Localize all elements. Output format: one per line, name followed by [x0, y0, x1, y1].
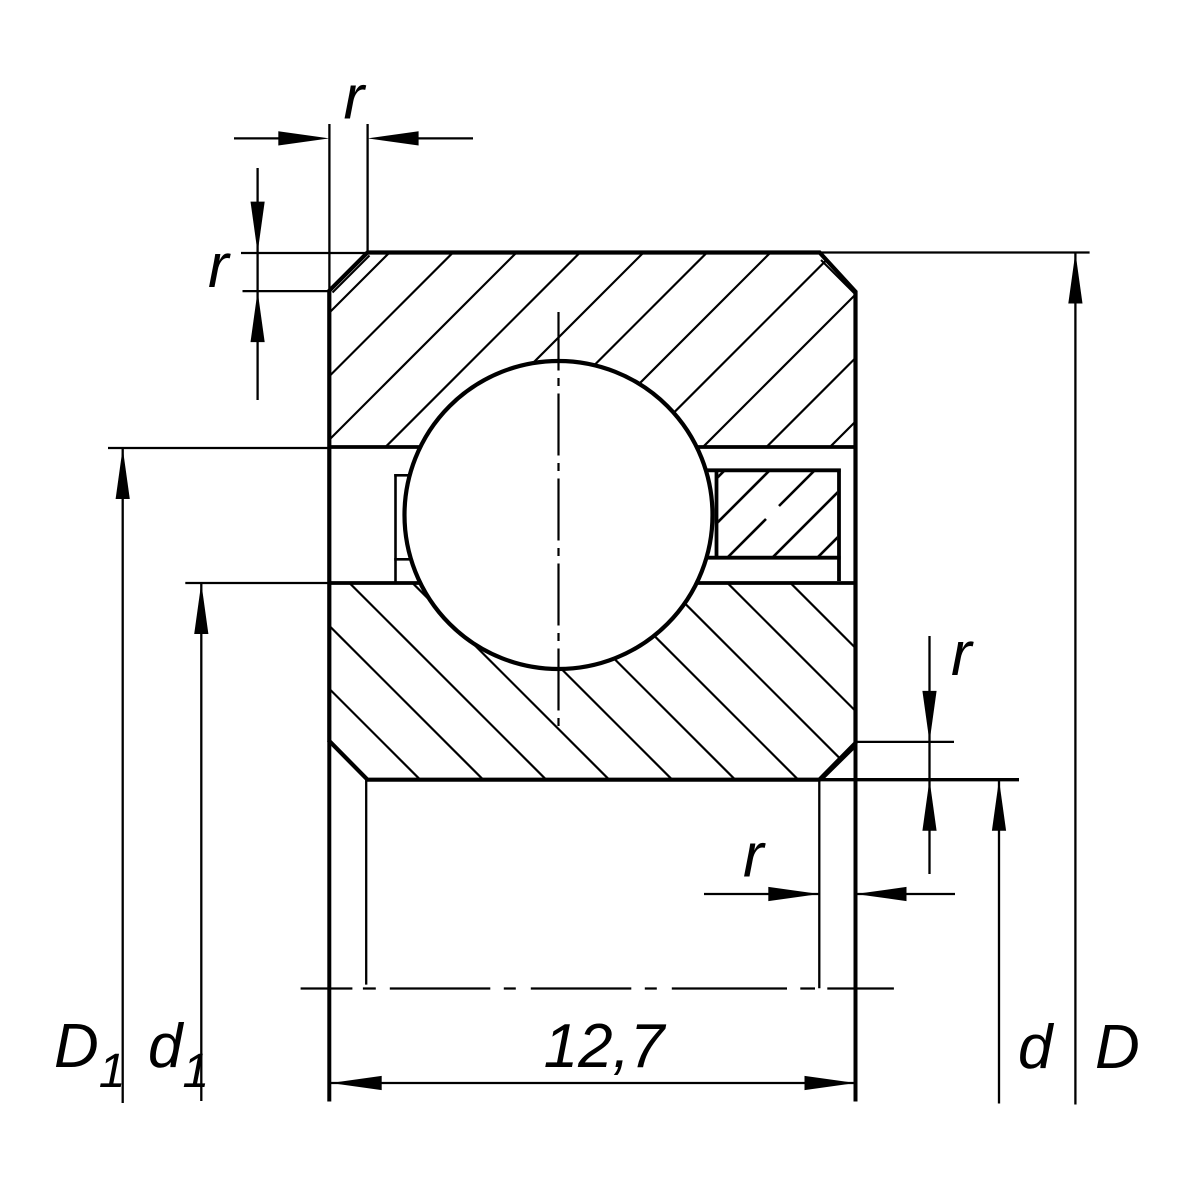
svg-text:D: D — [1095, 1013, 1140, 1082]
svg-text:r: r — [743, 822, 766, 891]
svg-text:d: d — [1018, 1013, 1055, 1082]
svg-text:r: r — [951, 620, 974, 689]
svg-text:d1: d1 — [148, 1012, 209, 1098]
svg-text:r: r — [344, 64, 367, 133]
svg-text:r: r — [208, 232, 231, 301]
svg-text:D1: D1 — [54, 1012, 125, 1098]
svg-text:12,7: 12,7 — [544, 1012, 667, 1081]
